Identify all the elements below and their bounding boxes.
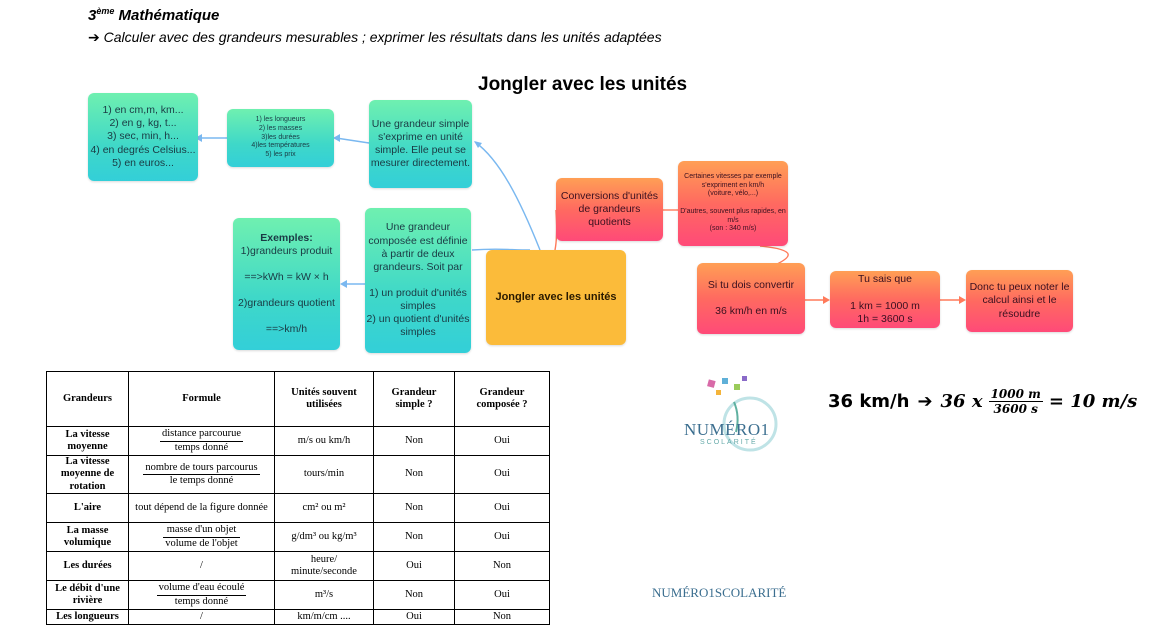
formula-numerator: 1000 m [988,386,1043,402]
objective-line: ➔ Calculer avec des grandeurs mesurables… [88,29,662,45]
compound-cell: Oui [454,493,550,523]
conversion-formula: 36 km/h ➔ 36 x 1000 m 3600 s = 10 m/s [828,381,1137,421]
link-center-compound [471,248,531,251]
quantities-table: Grandeurs Formule Unités souvent utilisé… [46,371,550,625]
units-cell: heure/ minute/seconde [274,551,374,581]
node-simple-list: 1) les longueurs 2) les masses 3)les dur… [227,109,334,167]
units-cell: m/s ou km/h [274,426,374,456]
col-header-formule: Formule [128,371,275,427]
quantity-name: L'aire [46,493,129,523]
compound-cell: Oui [454,580,550,610]
units-cell: tours/min [274,455,374,494]
arrowhead [474,141,482,148]
node-simple-units: 1) en cm,m, km... 2) en g, kg, t... 3) s… [88,93,198,181]
arrowhead [333,134,340,142]
table-row: Les durées / heure/ minute/seconde Oui N… [46,551,550,581]
quantity-name: Les longueurs [46,609,129,625]
link-simple-list [335,137,370,144]
node-conversions: Conversions d'unités de grandeurs quotie… [556,178,663,241]
col-header-simple: Grandeur simple ? [373,371,455,427]
arrowhead [195,134,202,142]
arrowhead [823,296,830,304]
compound-cell: Oui [454,455,550,494]
compound-cell: Non [454,609,550,625]
formula-fraction: 1000 m 3600 s [988,386,1043,416]
simple-cell: Non [373,580,455,610]
col-header-composee: Grandeur composée ? [454,371,550,427]
level-heading: 3ème Mathématique [88,6,220,24]
node-know: Tu sais que 1 km = 1000 m 1h = 3600 s [830,271,940,328]
node-simple-def: Une grandeur simple s'exprime en unité s… [369,100,472,188]
link-center-simple [474,141,541,251]
compound-cell: Oui [454,426,550,456]
quantity-name: La vitesse moyenne [46,426,129,456]
compound-cell: Non [454,551,550,581]
numero1-logo-icon [707,376,778,452]
compound-cell: Oui [454,522,550,552]
node-speeds: Certaines vitesses par exemple s'exprime… [678,161,788,246]
table-row: La vitesse moyenne de rotation nombre de… [46,455,550,494]
formula-cell: tout dépend de la figure donnée [128,493,275,523]
simple-cell: Non [373,522,455,552]
simple-cell: Oui [373,551,455,581]
examples-body: 1)grandeurs produit ==>kWh = kW × h 2)gr… [238,244,335,336]
node-convert: Si tu dois convertir 36 km/h en m/s [697,263,805,334]
formula-denominator: 3600 s [993,401,1038,416]
formula-factor: 36 x [940,390,983,412]
quantity-name: Les durées [46,551,129,581]
arrow-icon: ➔ [917,390,933,412]
node-center: Jongler avec les unités [486,250,626,345]
numero1-footer-logo: NUMÉRO1SCOLARITÉ [652,585,787,600]
formula-rhs: = 10 m/s [1048,390,1138,412]
arrow-icon: ➔ [88,29,100,45]
formula-cell: / [128,609,275,625]
units-cell: km/m/cm .... [274,609,374,625]
units-cell: m³/s [274,580,374,610]
table-row: L'aire tout dépend de la figure donnée c… [46,493,550,523]
col-header-grandeurs: Grandeurs [46,371,129,427]
simple-cell: Oui [373,609,455,625]
logo-wordmark: NUMÉRO1 [684,420,770,439]
units-cell: g/dm³ ou kg/m³ [274,522,374,552]
simple-cell: Non [373,426,455,456]
quantity-name: La masse volumique [46,522,129,552]
col-header-unites: Unités souvent utilisées [274,371,374,427]
quantity-name: La vitesse moyenne de rotation [46,455,129,494]
table-row: Les longueurs / km/m/cm .... Oui Non [46,609,550,625]
node-examples: Exemples: 1)grandeurs produit ==>kWh = k… [233,218,340,350]
formula-lhs: 36 km/h [828,390,910,412]
simple-cell: Non [373,455,455,494]
formula-cell: / [128,551,275,581]
arrowhead [959,296,966,304]
simple-cell: Non [373,493,455,523]
units-cell: cm² ou m² [274,493,374,523]
quantity-name: Le débit d'une rivière [46,580,129,610]
arrowhead [340,280,347,288]
table-header-row: Grandeurs Formule Unités souvent utilisé… [46,371,550,427]
mindmap-title: Jongler avec les unités [478,74,688,95]
examples-title: Exemples: [260,231,313,244]
node-compound-def: Une grandeur composée est définie à part… [365,208,471,353]
table-row: Le débit d'une rivière volume d'eau écou… [46,580,550,610]
logo-tagline: SCOLARITÉ [700,439,758,446]
node-result: Donc tu peux noter le calcul ainsi et le… [966,270,1073,332]
